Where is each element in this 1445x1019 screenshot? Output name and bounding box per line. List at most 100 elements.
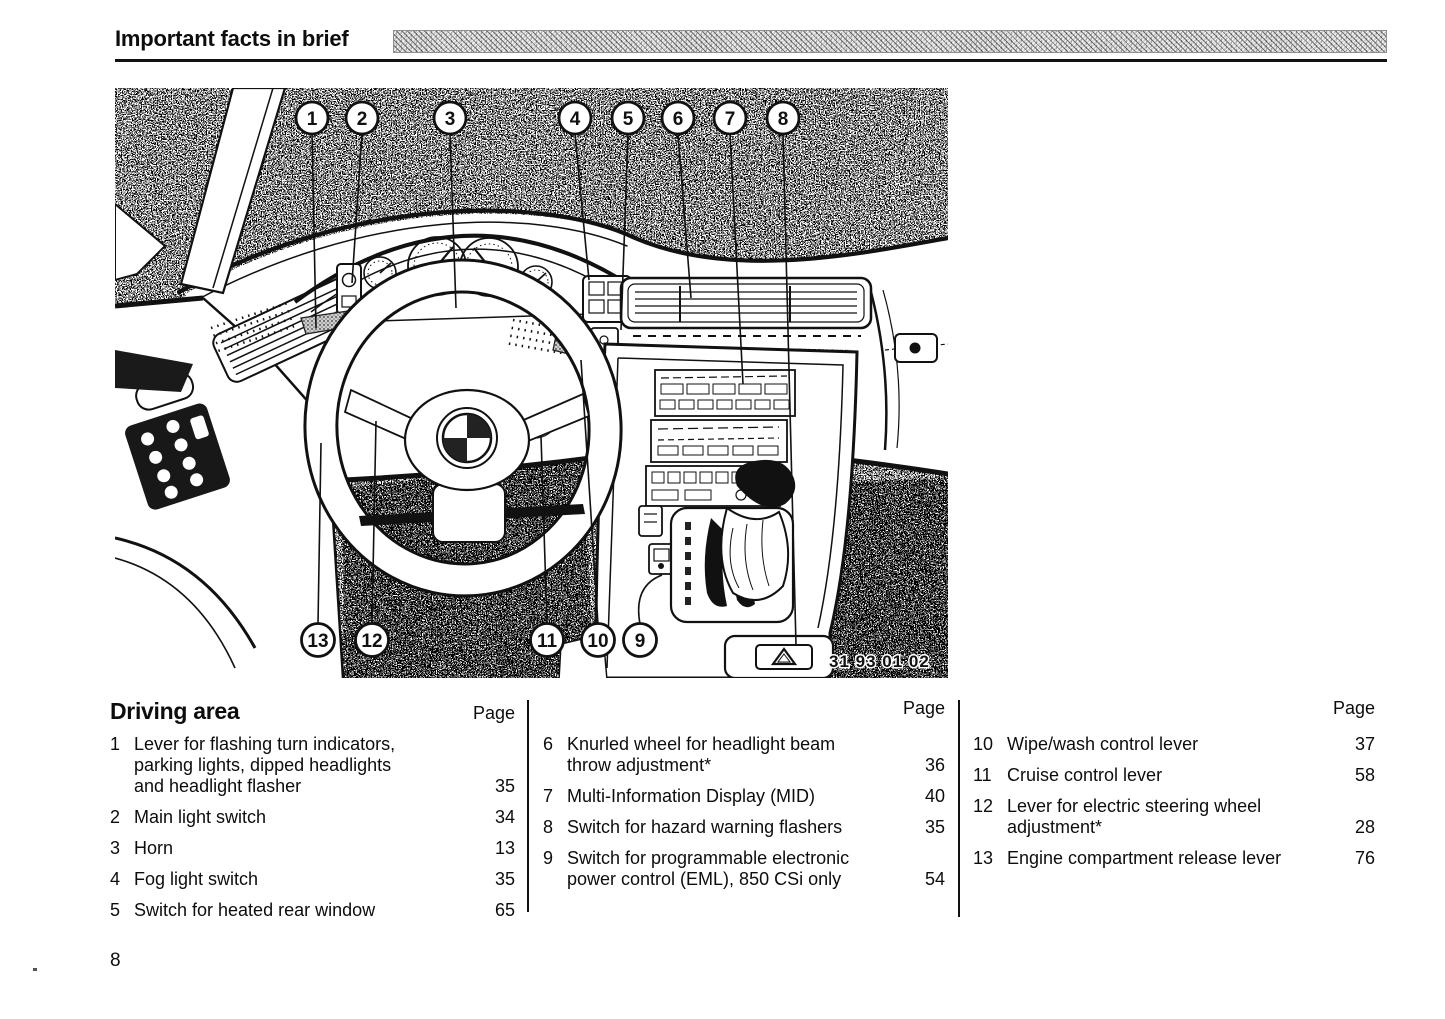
callout-10: 10: [580, 622, 616, 658]
item-number: 5: [110, 900, 121, 920]
column-divider: [527, 700, 529, 912]
callout-4: 4: [557, 100, 593, 136]
item-page: 35: [494, 776, 515, 796]
item-page: 37: [1354, 734, 1375, 754]
item-label: Horn: [134, 838, 174, 858]
callout-6: 6: [660, 100, 696, 136]
item-label: Engine compartment release lever: [1007, 848, 1282, 868]
legend-item: 10 Wipe/wash control lever 37: [973, 734, 1375, 755]
svg-text:8: 8: [778, 109, 789, 130]
item-label: Fog light switch: [134, 869, 259, 889]
item-label: Wipe/wash control lever: [1007, 734, 1199, 754]
shift-knob: [735, 459, 796, 508]
legend-item: 6 Knurled wheel for headlight beam throw …: [543, 734, 945, 776]
legend-item: 13 Engine compartment release lever 76: [973, 848, 1375, 869]
item-page: 54: [924, 869, 945, 889]
item-number: 12: [973, 796, 994, 816]
svg-text:5: 5: [623, 109, 634, 130]
callout-2: 2: [344, 100, 380, 136]
item-page: 13: [494, 838, 515, 858]
center-air-vents: [619, 276, 873, 330]
legend-item: 12 Lever for electric steering wheel adju…: [973, 796, 1375, 838]
callout-7: 7: [712, 100, 748, 136]
item-number: 13: [973, 848, 994, 868]
legend-item: 3 Horn 13: [110, 838, 515, 859]
item-number: 9: [543, 848, 554, 868]
side-mirror: [115, 350, 193, 392]
window-switch-cluster: [125, 403, 230, 510]
page-column-header: Page: [902, 698, 945, 718]
legend-title: Driving area: [110, 698, 240, 724]
svg-text:6: 6: [673, 109, 684, 130]
stray-scan-mark: [33, 968, 37, 971]
center-console: [558, 276, 873, 678]
item-label: Lever for electric steering wheel adjust…: [1007, 796, 1262, 837]
mid-panel: [654, 369, 796, 417]
item-label: Switch for hazard warning flashers: [567, 817, 843, 837]
item-number: 6: [543, 734, 554, 754]
svg-text:7: 7: [725, 109, 736, 130]
column-divider: [958, 700, 960, 917]
callouts: 1 2 3 4 5 6 7 8 13 12 11 10 9: [294, 100, 801, 658]
steering-wheel-spokes: [343, 388, 591, 543]
console-switch: [638, 505, 663, 537]
svg-text:12: 12: [361, 631, 382, 652]
mirror-sail-panel: [115, 202, 167, 282]
item-label: Cruise control lever: [1007, 765, 1163, 785]
callout-leader-lines: [311, 133, 797, 646]
svg-text:1: 1: [307, 109, 318, 130]
callout-3: 3: [432, 100, 468, 136]
title-hatch-bar: [393, 30, 1387, 53]
svg-text:13: 13: [307, 631, 328, 652]
item-label: Knurled wheel for headlight beam throw a…: [567, 734, 836, 775]
callout-11: 11: [529, 622, 565, 658]
gear-shifter: [669, 459, 796, 624]
windshield-base-line: [176, 208, 948, 295]
item-page: 58: [1354, 765, 1375, 785]
item-number: 8: [543, 817, 554, 837]
item-number: 10: [973, 734, 994, 754]
item-page: 35: [924, 817, 945, 837]
door-panel: [115, 276, 366, 678]
carpet-noise-right: [827, 478, 948, 678]
callout-1: 1: [294, 100, 330, 136]
item-number: 11: [973, 765, 992, 785]
folio-page-number: 8: [110, 950, 121, 971]
callout-13: 13: [300, 622, 336, 658]
svg-text:10: 10: [587, 631, 608, 652]
hazard-switch: [755, 644, 813, 670]
callout-8: 8: [765, 100, 801, 136]
bmw-roundel: [441, 412, 493, 464]
page-column-header: Page: [472, 703, 515, 723]
callout-12: 12: [354, 622, 390, 658]
svg-text:9: 9: [635, 631, 646, 652]
svg-text:3: 3: [445, 109, 456, 130]
callout-9: 9: [622, 622, 658, 658]
svg-text:4: 4: [570, 109, 581, 130]
legend-column-2: Page 6 Knurled wheel for headlight beam t…: [543, 698, 945, 900]
item-page: 65: [494, 900, 515, 920]
item-page: 35: [494, 869, 515, 889]
item-number: 2: [110, 807, 121, 827]
legend-item: 2 Main light switch 34: [110, 807, 515, 828]
item-label: Multi-Information Display (MID): [567, 786, 816, 806]
a-pillar: [179, 88, 287, 295]
item-label: Main light switch: [134, 807, 267, 827]
shift-boot: [720, 506, 790, 601]
item-page: 76: [1354, 848, 1375, 868]
radio-panel: [650, 419, 788, 463]
svg-text:2: 2: [357, 109, 368, 130]
warning-triangle-icon: [770, 647, 798, 666]
item-page: 34: [494, 807, 515, 827]
glovebox-area: [869, 289, 948, 451]
item-number: 3: [110, 838, 121, 858]
dashboard-illustration: 1 2 3 4 5 6 7 8 13 12 11 10 9 31 93 01 0…: [115, 88, 948, 678]
page-column-header: Page: [1332, 698, 1375, 718]
callout-5: 5: [610, 100, 646, 136]
legend-item: 11 Cruise control lever 58: [973, 765, 1375, 786]
